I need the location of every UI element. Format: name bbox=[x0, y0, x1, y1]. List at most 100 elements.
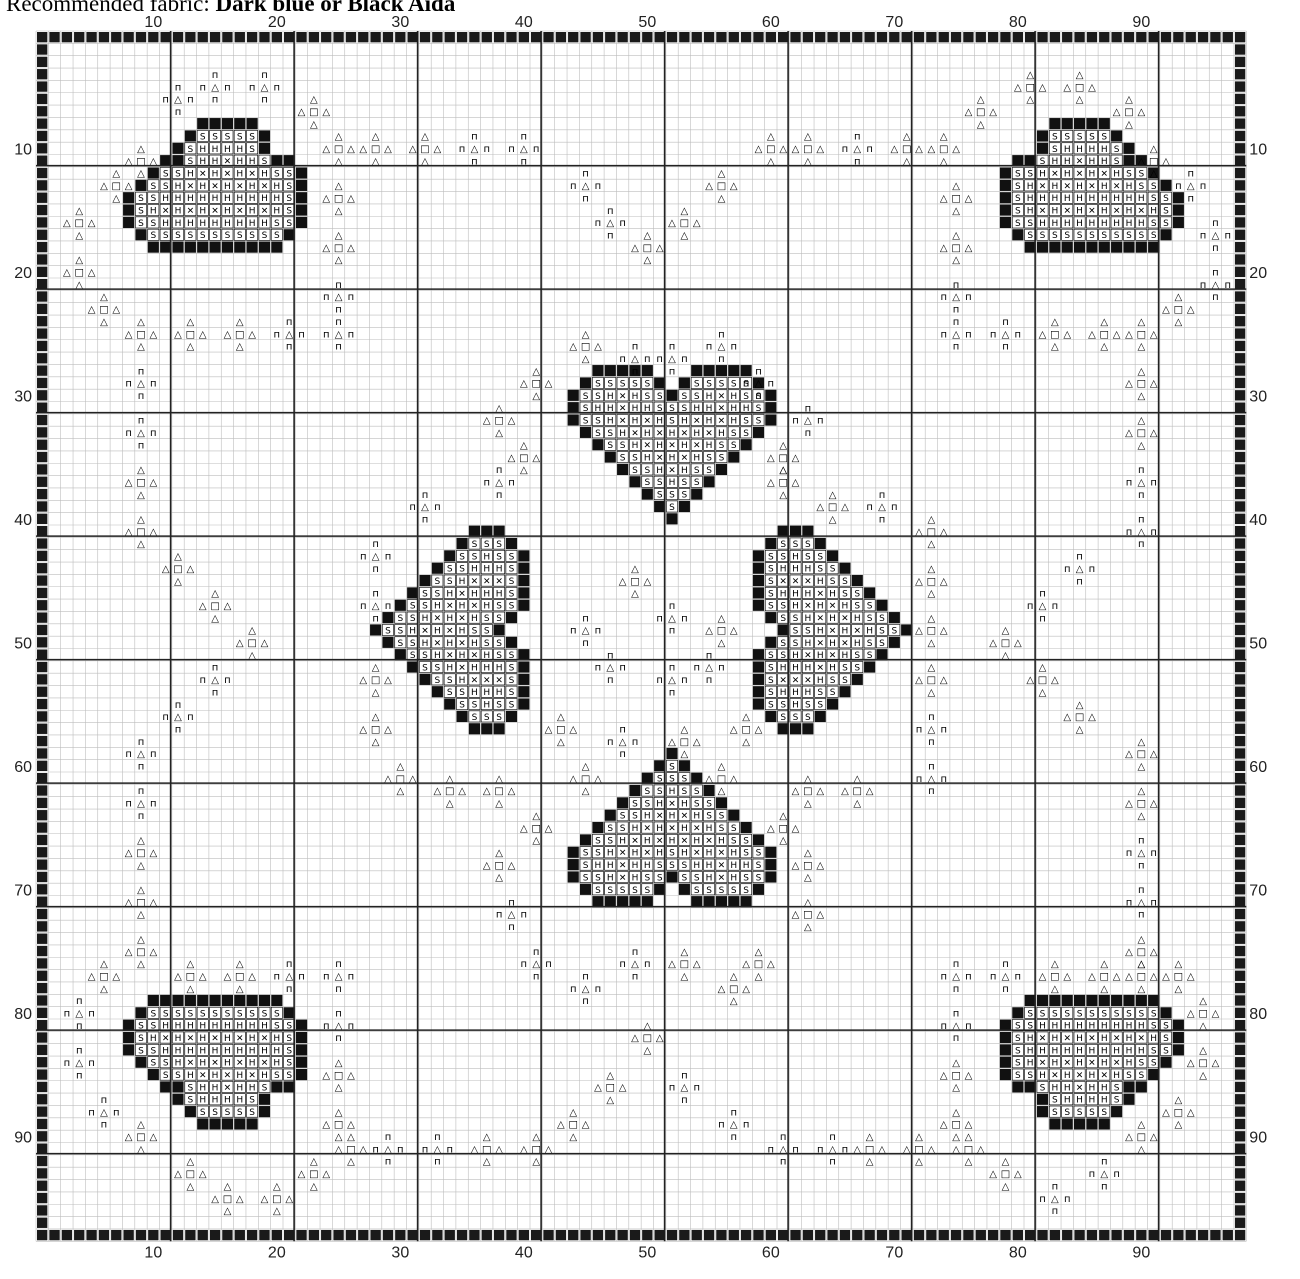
symbol-cell: H bbox=[681, 799, 688, 809]
symbol-cell: H bbox=[669, 478, 676, 488]
symbol-cell: H bbox=[681, 441, 688, 451]
symbol-cell: S bbox=[706, 466, 712, 476]
stitch-cell bbox=[1074, 242, 1085, 253]
symbol-cell: H bbox=[1051, 182, 1058, 192]
symbol-cell: S bbox=[719, 441, 725, 451]
symbol-cell: H bbox=[706, 392, 713, 402]
stitch-cell bbox=[1025, 155, 1036, 166]
accent-symbol: п bbox=[187, 712, 194, 723]
stitch-cell bbox=[790, 723, 801, 734]
symbol-cell: H bbox=[644, 836, 651, 846]
accent-symbol: п bbox=[1101, 1157, 1108, 1168]
stitch-cell bbox=[1086, 1118, 1097, 1129]
symbol-cell: H bbox=[854, 614, 861, 624]
accent-symbol: △ bbox=[940, 243, 948, 254]
accent-symbol: △ bbox=[508, 453, 516, 464]
border-cell bbox=[1235, 761, 1245, 771]
accent-symbol: △ bbox=[137, 836, 145, 847]
stitch-cell bbox=[852, 674, 863, 685]
border-cell bbox=[1013, 1230, 1023, 1240]
right-label: 60 bbox=[1249, 759, 1267, 776]
symbol-cell: S bbox=[780, 701, 786, 711]
symbol-cell: S bbox=[1138, 231, 1144, 241]
symbol-cell: H bbox=[224, 1034, 231, 1044]
symbol-cell: S bbox=[1114, 1009, 1120, 1019]
border-cell bbox=[37, 1156, 47, 1166]
symbol-cell: H bbox=[632, 392, 639, 402]
accent-symbol: △ bbox=[1162, 971, 1170, 982]
accent-symbol: △ bbox=[1187, 1058, 1195, 1069]
accent-symbol: п bbox=[1002, 984, 1009, 995]
symbol-cell: S bbox=[509, 663, 515, 673]
border-cell bbox=[37, 835, 47, 845]
accent-symbol: △ bbox=[1125, 428, 1133, 439]
accent-symbol: △ bbox=[1199, 1070, 1207, 1081]
symbol-cell: S bbox=[719, 454, 725, 464]
border-cell bbox=[1235, 810, 1245, 820]
border-cell bbox=[605, 1230, 615, 1240]
border-cell bbox=[37, 341, 47, 351]
border-cell bbox=[1235, 57, 1245, 67]
symbol-cell: ✕ bbox=[718, 861, 726, 871]
symbol-cell: S bbox=[669, 849, 675, 859]
symbol-cell: H bbox=[483, 688, 490, 698]
symbol-cell: H bbox=[632, 873, 639, 883]
accent-symbol: п bbox=[533, 971, 540, 982]
symbol-cell: S bbox=[879, 639, 885, 649]
accent-symbol: п bbox=[533, 144, 540, 155]
border-cell bbox=[1235, 699, 1245, 709]
symbol-cell: ✕ bbox=[248, 1071, 256, 1081]
accent-symbol: △ bbox=[421, 132, 429, 143]
symbol-cell: S bbox=[682, 491, 688, 501]
accent-symbol: п bbox=[681, 1070, 688, 1081]
accent-symbol: △ bbox=[1076, 564, 1084, 575]
accent-symbol: п bbox=[990, 971, 997, 982]
symbol-cell: H bbox=[1089, 145, 1096, 155]
accent-symbol: △ bbox=[779, 811, 787, 822]
accent-symbol: п bbox=[681, 613, 688, 624]
border-cell bbox=[1235, 773, 1245, 783]
border-cell bbox=[1161, 1230, 1171, 1240]
accent-symbol: △ bbox=[112, 305, 120, 316]
border-cell bbox=[37, 983, 47, 993]
accent-symbol: п bbox=[150, 799, 157, 810]
border-cell bbox=[37, 736, 47, 746]
accent-symbol: △ bbox=[483, 416, 491, 427]
border-cell bbox=[37, 279, 47, 289]
symbol-cell: S bbox=[768, 552, 774, 562]
border-cell bbox=[1235, 1168, 1245, 1178]
accent-symbol: △ bbox=[606, 1070, 614, 1081]
symbol-cell: H bbox=[236, 219, 243, 229]
stitch-cell bbox=[234, 995, 245, 1006]
accent-symbol: △ bbox=[705, 663, 713, 674]
border-cell bbox=[655, 32, 665, 42]
symbol-cell: H bbox=[422, 639, 429, 649]
accent-symbol: △ bbox=[681, 724, 689, 735]
symbol-cell: H bbox=[483, 565, 490, 575]
symbol-cell: ✕ bbox=[693, 824, 701, 834]
accent-symbol: △ bbox=[681, 1083, 689, 1094]
border-cell bbox=[790, 32, 800, 42]
accent-symbol: △ bbox=[816, 502, 824, 513]
symbol-cell: ✕ bbox=[446, 602, 454, 612]
symbol-cell: ✕ bbox=[1051, 1071, 1059, 1081]
symbol-cell: H bbox=[1101, 145, 1108, 155]
stitch-cell bbox=[271, 155, 282, 166]
symbol-cell: H bbox=[150, 1034, 157, 1044]
accent-symbol: п bbox=[508, 477, 515, 488]
border-cell bbox=[617, 32, 627, 42]
accent-symbol: △ bbox=[1150, 1132, 1158, 1143]
accent-symbol: □ bbox=[173, 564, 182, 575]
stitch-cell bbox=[419, 674, 430, 685]
stitch-cell bbox=[432, 686, 443, 697]
accent-symbol: △ bbox=[767, 132, 775, 143]
symbol-cell: ✕ bbox=[236, 1059, 244, 1069]
border-cell bbox=[1235, 279, 1245, 289]
accent-symbol: △ bbox=[631, 243, 639, 254]
border-cell bbox=[815, 1230, 825, 1240]
accent-symbol: △ bbox=[149, 947, 157, 958]
symbol-cell: S bbox=[1027, 231, 1033, 241]
symbol-cell: S bbox=[817, 701, 823, 711]
symbol-cell: S bbox=[669, 861, 675, 871]
stitch-cell bbox=[1025, 242, 1036, 253]
